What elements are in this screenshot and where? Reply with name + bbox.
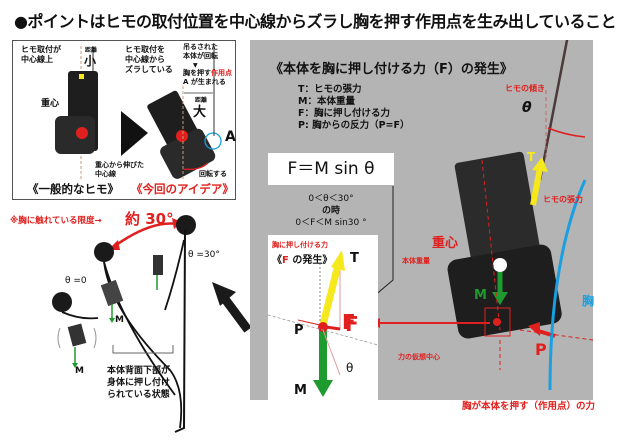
free-body-diagram: 胸に押し付ける力 《F の発生》 T P F θ M xyxy=(268,235,378,400)
comparison-panel: ヒモ取付が 中心線上 距離 小 重心 重心から伸びた 中心線 《一般的なヒモ》 … xyxy=(12,40,236,200)
fbd-t: T xyxy=(350,251,359,266)
legend-f: F：胸に押し付ける力 xyxy=(298,108,390,119)
label-mass-2: M xyxy=(75,366,84,376)
creates-point-highlight: 作用点 xyxy=(211,69,232,77)
label-angle-30: 約 30° xyxy=(125,210,174,228)
legend-m: M：本体重量 xyxy=(298,96,355,107)
caption-new-idea: 《今回のアイデア》 xyxy=(131,182,234,196)
label-photo-t: T xyxy=(527,150,536,164)
formula-box: F＝M sin θ xyxy=(268,153,394,185)
label-photo-f: F xyxy=(342,310,356,334)
fbd-push-force-label: 胸に押し付ける力 xyxy=(272,241,328,249)
fbd-vectors xyxy=(268,250,378,397)
label-mass-1: M xyxy=(115,315,124,325)
label-centerline-from-cog: 重心から伸びた 中心線 xyxy=(95,161,144,178)
label-photo-p: P xyxy=(535,340,547,359)
creates-point-suffix: A が生まれる xyxy=(183,78,226,86)
legend-p: P: 胸からの反力（P=F） xyxy=(298,120,410,131)
label-photo-cog: 重心 xyxy=(432,236,459,251)
label-chest: 胸 xyxy=(582,294,595,308)
label-distance-right: 距離 xyxy=(195,97,208,104)
label-theta-thirty: θ =30° xyxy=(188,250,220,260)
label-chest-contact-limit: ※胸に触れている限度→ xyxy=(10,216,102,226)
fbd-f: F xyxy=(345,312,359,336)
label-photo-theta: θ xyxy=(522,100,532,116)
label-back-pressed: 本体背面下部が 身体に押し付け られている状態 xyxy=(107,366,171,400)
label-strap-on-centerline: ヒモ取付が 中心線上 xyxy=(21,45,61,64)
formula-condition: 0＜θ＜30° の時 0＜F＜M sin30 ° xyxy=(268,193,394,229)
swing-illustration xyxy=(52,215,250,433)
condition-line-1: 0＜θ＜30° xyxy=(308,194,354,204)
creates-point-prefix: 胸を押す xyxy=(183,69,211,77)
fbd-title-prefix: 《 xyxy=(272,255,282,266)
label-distance-small: 小 xyxy=(84,54,97,68)
comparison-illustration xyxy=(55,46,222,181)
label-distance: 距離 xyxy=(85,47,98,54)
label-virtual-center: 力の仮想中心 xyxy=(398,353,440,361)
label-distance-large: 大 xyxy=(193,105,207,120)
label-photo-m: M xyxy=(474,288,487,303)
legend-t: T：ヒモの張力 xyxy=(298,84,362,95)
fbd-title-suffix: の発生》 xyxy=(288,255,333,266)
down-arrow-icon: ▼ xyxy=(193,62,198,69)
label-strap-tension: ヒモの張力 xyxy=(543,195,583,204)
fbd-p: P xyxy=(294,323,304,338)
fbd-m: M xyxy=(294,383,307,398)
label-center-of-gravity: 重心 xyxy=(41,99,60,109)
condition-line-3: 0＜F＜M sin30 ° xyxy=(295,218,367,228)
fbd-title-f: F xyxy=(282,255,289,266)
label-rotates: 回転する xyxy=(199,170,227,178)
label-strap-tilt: ヒモの傾き xyxy=(505,84,545,93)
label-theta-zero: θ =0 xyxy=(65,276,87,286)
label-creates-point: 胸を押す作用点 A が生まれる xyxy=(183,69,232,87)
force-panel-heading: 《本体を胸に押し付ける力（F）の発生》 xyxy=(270,62,513,77)
label-chest-pushes-body: 胸が本体を押す（作用点）の力 xyxy=(462,401,596,412)
condition-line-2: の時 xyxy=(321,206,340,216)
label-body-weight: 本体重量 xyxy=(402,257,430,265)
caption-conventional-strap: 《一般的なヒモ》 xyxy=(27,182,119,196)
force-legend: T：ヒモの張力 M：本体重量 F：胸に押し付ける力 P: 胸からの反力（P=F） xyxy=(298,84,409,132)
page-title: ●ポイントはヒモの取付位置を中心線からズラし胸を押す作用点を生み出していること xyxy=(14,12,616,31)
fbd-theta: θ xyxy=(346,361,354,375)
force-illustration xyxy=(359,40,593,391)
label-point-a: A xyxy=(225,129,236,145)
label-suspended-rotates: 吊るされた 本体が回転 xyxy=(183,43,218,60)
label-strap-offset: ヒモ取付を 中心線から ズラしている xyxy=(125,45,173,74)
fbd-title: 《F の発生》 xyxy=(272,251,332,266)
